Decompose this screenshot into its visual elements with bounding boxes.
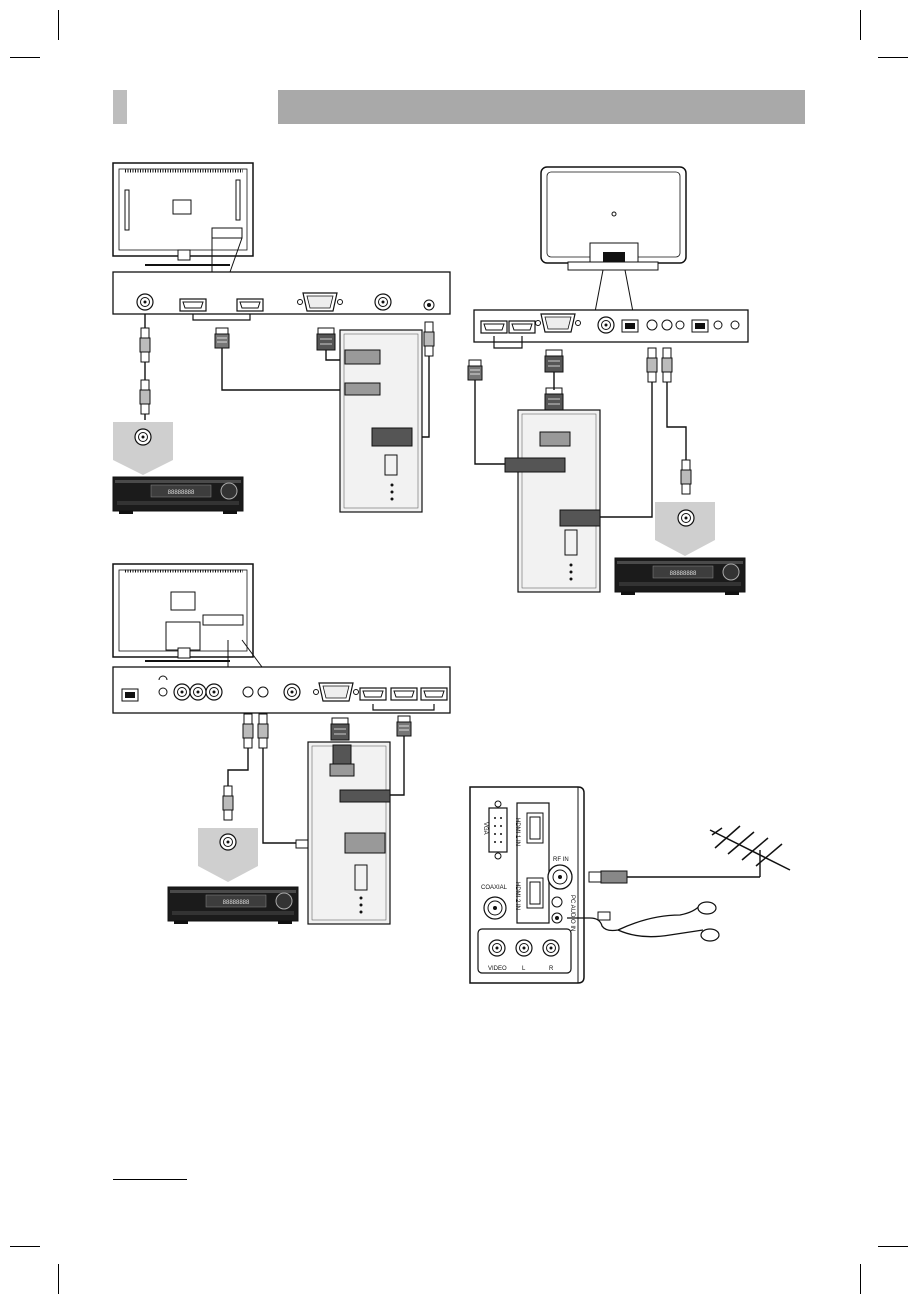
coaxial-label: COAXIAL — [481, 885, 508, 891]
footer-rule — [113, 1179, 187, 1180]
pc-tower-icon — [307, 741, 391, 925]
arrow-highlight — [113, 422, 173, 475]
crop-mark-bl-h — [10, 1246, 40, 1247]
diagram-2 — [467, 166, 749, 596]
tv-rear-icon — [112, 563, 263, 668]
crop-mark-tl-h — [10, 57, 40, 58]
crop-mark-br-h — [878, 1246, 908, 1247]
crop-mark-tl-v — [58, 10, 59, 40]
dvd-player-icon — [167, 886, 299, 925]
pc-tower-icon — [504, 409, 601, 593]
pc-audio-label: PC AUDIO IN — [569, 895, 575, 931]
antenna-cable — [588, 850, 761, 884]
dvd-player-icon — [614, 557, 746, 596]
video-label: VIDEO — [488, 966, 507, 972]
vga-cable-icon — [316, 327, 336, 351]
diagram-4: HDMI 1 IN HDMI 2 IN VGA RF IN PC AUDIO I… — [469, 786, 791, 984]
connector-panel-icon — [112, 271, 451, 315]
earphones-icon — [567, 901, 720, 942]
diagram-1 — [112, 162, 451, 515]
diagram-3 — [112, 563, 451, 925]
rear-panel-closeup: HDMI 1 IN HDMI 2 IN VGA RF IN PC AUDIO I… — [469, 786, 585, 984]
crop-mark-bl-v — [58, 1264, 59, 1294]
crop-mark-tr-h — [878, 57, 908, 58]
l-label: L — [522, 966, 526, 972]
rca-cable-icon — [139, 327, 151, 363]
header-bar — [278, 90, 805, 124]
header-left-block — [113, 90, 127, 124]
crop-mark-tr-v — [860, 10, 861, 40]
dvd-player-icon — [112, 476, 244, 515]
vga-label: VGA — [482, 822, 488, 835]
tv-rear-icon — [540, 166, 687, 313]
r-label: R — [549, 966, 554, 972]
hdmi1-label: HDMI 1 IN — [514, 818, 520, 846]
tv-rear-icon — [112, 162, 254, 273]
connector-panel-icon — [112, 666, 451, 714]
crop-mark-br-v — [860, 1264, 861, 1294]
hdmi2-label: HDMI 2 IN — [514, 882, 520, 910]
pc-tower-icon — [339, 329, 423, 513]
connector-panel-icon — [473, 309, 749, 343]
hdmi-cable-icon — [214, 327, 230, 349]
antenna-icon — [709, 825, 791, 871]
rf-in-label: RF IN — [553, 857, 569, 863]
